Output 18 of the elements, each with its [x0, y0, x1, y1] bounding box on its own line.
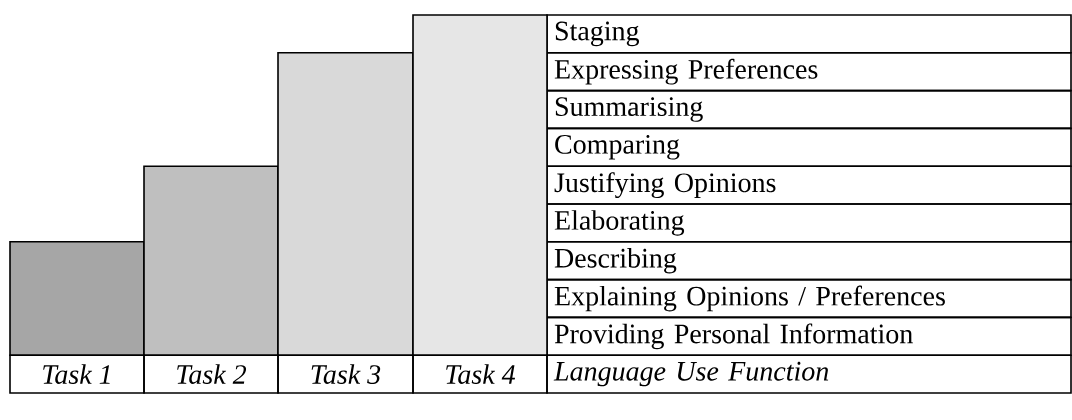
table-cell: Providing Personal Information [546, 316, 1072, 356]
table-cell: Elaborating [546, 203, 1072, 243]
table-cell: Task 1 [9, 354, 145, 394]
bar [277, 52, 414, 356]
table-cell: Describing [546, 241, 1072, 281]
table-cell: Language Use Function [546, 354, 1072, 394]
bar [412, 14, 548, 356]
table-cell: Task 3 [277, 354, 414, 394]
table-cell: Comparing [546, 127, 1072, 167]
table-cell: Expressing Preferences [546, 52, 1072, 92]
bar [143, 165, 279, 356]
table-cell: Staging [546, 14, 1072, 54]
table-cell: Explaining Opinions / Preferences [546, 278, 1072, 319]
table-cell: Summarising [546, 89, 1072, 130]
table-cell: Justifying Opinions [546, 165, 1072, 205]
table-cell: Task 2 [143, 354, 279, 394]
table-cell: Task 4 [412, 354, 548, 394]
bar [9, 241, 145, 356]
